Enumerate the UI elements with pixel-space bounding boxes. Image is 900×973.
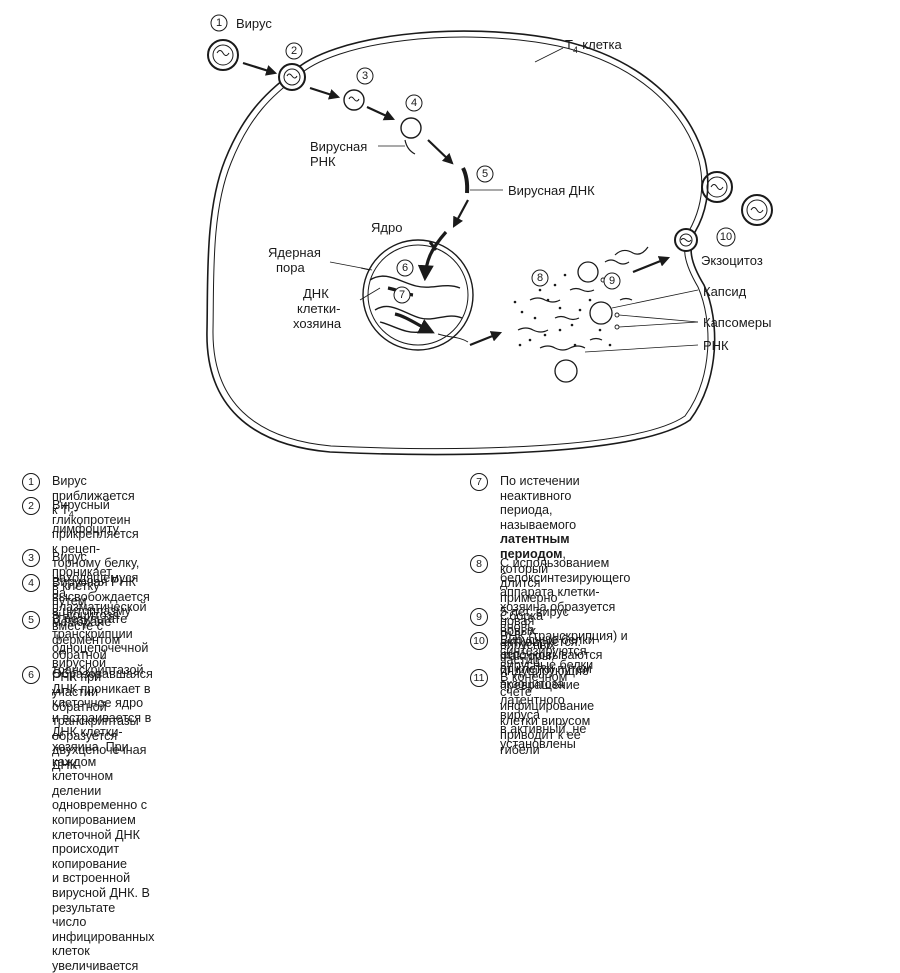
arrow-5-6: [452, 199, 469, 228]
label-pointers: [584, 289, 699, 353]
label-nuclear-pore-1: Ядерная: [268, 245, 321, 260]
viral-dna-strand: [461, 167, 470, 194]
step-markers: [210, 14, 736, 304]
capsid-particles: [554, 261, 613, 383]
virus-endocytosed: [343, 89, 365, 111]
svg-text:10: 10: [720, 231, 732, 243]
step-numbers: 1 2 3 4 5 6 7 8 9 10: [216, 17, 732, 301]
arrow-3-4: [366, 106, 395, 121]
nucleus: [360, 239, 474, 351]
label-host-dna-2: клетки-: [297, 301, 340, 316]
label-host-dna-3: хозяина: [293, 316, 342, 331]
label-host-dna-1: ДНК: [303, 286, 329, 301]
arrow-1-2: [242, 61, 278, 76]
hiv-lifecycle-diagram: 1 2 3 4 5 6 7 8 9 10 Вирус Т4-клетка Вир…: [206, 14, 773, 456]
svg-text:3: 3: [362, 70, 368, 82]
label-viral-rna-2: РНК: [310, 154, 336, 169]
label-nucleus: Ядро: [371, 220, 402, 235]
arrow-7-8: [469, 331, 503, 347]
label-nuclear-pore-2: пора: [276, 260, 305, 275]
label-t4-cell: Т4-клетка: [565, 37, 622, 55]
arrow-4-5: [427, 139, 454, 165]
virus-attached: [278, 63, 306, 91]
label-capsomeres: Капсомеры: [703, 315, 771, 330]
arrow-9-10: [632, 256, 671, 274]
budding-virus: [674, 228, 698, 252]
released-virus-2: [741, 194, 773, 226]
host-dna: [369, 275, 463, 334]
svg-text:7: 7: [399, 289, 405, 301]
svg-text:1: 1: [216, 17, 222, 29]
label-viral-rna-1: Вирусная: [310, 139, 367, 154]
svg-text:5: 5: [482, 168, 488, 180]
capsomere-dots: [513, 273, 612, 347]
protein-synthesis-area: [517, 246, 649, 351]
label-exocytosis: Экзоцитоз: [701, 253, 763, 268]
arrow-2-3: [309, 86, 341, 100]
svg-text:9: 9: [609, 275, 615, 287]
label-virus: Вирус: [236, 16, 272, 31]
label-viral-dna: Вирусная ДНК: [508, 183, 595, 198]
released-virus-1: [701, 171, 733, 203]
transcript-exit: [437, 333, 469, 343]
t4-cell-membrane: [206, 30, 716, 456]
integrated-viral-dna-2: [394, 312, 435, 334]
label-capsid: Капсид: [703, 284, 747, 299]
svg-text:8: 8: [537, 272, 543, 284]
viral-rna-release: [378, 117, 422, 155]
svg-text:6: 6: [402, 262, 408, 274]
svg-text:4: 4: [411, 97, 417, 109]
virus-particle: [207, 39, 239, 71]
label-rna: РНК: [703, 338, 729, 353]
viral-dna-entering: [417, 230, 448, 282]
svg-text:2: 2: [291, 45, 297, 57]
